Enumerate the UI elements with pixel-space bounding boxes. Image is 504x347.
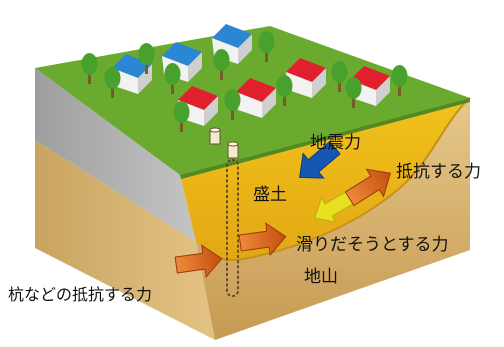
piles [209,127,239,297]
label-fill-soil: 盛土 [253,185,287,205]
tree-icon [276,75,293,106]
tree-icon [345,77,362,108]
house-icon [236,78,276,118]
tree-icon [391,65,408,96]
pile-resist-arrow-icon [174,244,223,279]
resisting-force-arrow-icon [344,168,391,207]
trees [81,31,408,132]
tree-icon [164,63,181,94]
pile-underground [226,159,239,297]
tree-icon [331,61,348,92]
label-sliding-force: 滑りだそうとする力 [296,235,449,255]
arrows [174,141,391,279]
tree-icon [104,67,121,98]
house-icon [286,58,326,98]
retaining-wall [35,68,196,242]
label-resisting-force: 抵抗する力 [396,162,481,182]
grass-edge [180,98,470,179]
tree-icon [173,101,190,132]
tree-icon [258,31,275,62]
sliding-force-arrow-icon [314,191,354,223]
label-pile-resistance: 杭などの抵抗する力 [8,285,152,304]
fill-soil-region [180,98,470,260]
tree-icon [213,49,230,80]
slip-resist-arrow-icon [238,222,287,257]
label-natural-ground: 地山 [304,267,338,287]
front-face-left [35,140,215,340]
seismic-force-arrow-icon [299,141,341,179]
pile-icon [209,127,221,145]
pile-icon [227,141,239,159]
tree-icon [81,53,98,84]
tree-icon [224,89,241,120]
slip-surface [205,97,471,261]
label-seismic-force: 地震力 [310,133,361,153]
tree-icon [138,43,155,74]
